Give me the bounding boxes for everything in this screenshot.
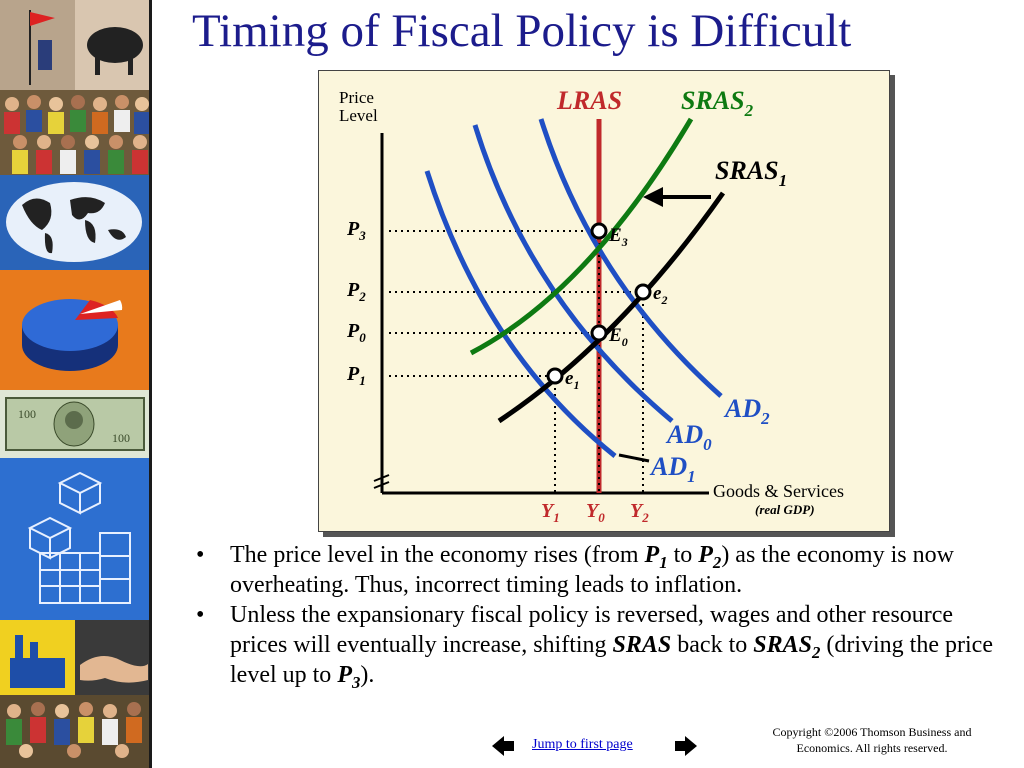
flag-and-bull-image: [0, 0, 149, 90]
price-label-p0: P0: [346, 320, 366, 345]
svg-text:100: 100: [112, 431, 130, 445]
point-e1: [546, 367, 564, 385]
bullet-emphasis: P2: [698, 542, 722, 572]
x-axis-label: Goods & Services: [713, 481, 844, 501]
curve-label-lras: LRAS: [556, 86, 622, 115]
copyright-notice: Copyright ©2006 Thomson Business and Eco…: [744, 724, 1000, 756]
axis-break-mark: [373, 474, 390, 482]
bullet-text: ).: [360, 662, 375, 688]
crowd-image-bottom: [0, 695, 149, 768]
ad1-label-leader: [618, 453, 650, 463]
curve-label-sras1: SRAS1: [715, 156, 787, 190]
y-axis-label-line2: Level: [339, 106, 378, 125]
as-ad-chart: Price Level P3 P2: [339, 86, 844, 525]
point-label-e0: E0: [608, 325, 628, 349]
sras2-curve: [469, 117, 694, 356]
curve-label-ad0: AD0: [665, 420, 712, 454]
ad2-curve: [538, 118, 723, 398]
ad0-curve: [472, 124, 674, 423]
factory-handshake-image: [0, 620, 149, 695]
output-label-y2: Y2: [630, 500, 649, 525]
ad1-curve: [424, 170, 617, 458]
bullet-item: • Unless the expansionary fiscal policy …: [196, 600, 1006, 692]
y-axis-label-line1: Price: [339, 88, 374, 107]
dollar-bill-image: 100 100: [0, 390, 149, 458]
curve-label-sras2: SRAS2: [681, 86, 754, 120]
copyright-line: Economics. All rights reserved.: [796, 741, 948, 755]
pie-chart-image: [0, 270, 149, 390]
curve-label-ad1: AD1: [649, 452, 696, 486]
bullet-emphasis: SRAS: [612, 632, 672, 658]
axis-break-mark: [373, 481, 390, 489]
svg-text:100: 100: [18, 407, 36, 421]
blocks-image: [0, 458, 149, 620]
output-label-y1: Y1: [541, 500, 560, 525]
bullet-list: • The price level in the economy rises (…: [196, 540, 1006, 692]
slide-navigation: Jump to first page: [492, 733, 697, 759]
point-label-e3: E3: [608, 225, 628, 249]
slide-title: Timing of Fiscal Policy is Difficult: [192, 5, 852, 57]
point-label-e2: e2: [653, 283, 667, 307]
output-label-y0: Y0: [586, 500, 605, 525]
jump-to-first-page-link[interactable]: Jump to first page: [532, 737, 633, 752]
next-slide-arrow-icon[interactable]: [675, 736, 697, 756]
bullet-text: back to: [671, 632, 754, 658]
crowd-image: [0, 90, 149, 175]
point-e0: [590, 324, 608, 342]
decorative-sidebar: 100 100: [0, 0, 152, 768]
price-label-p3: P3: [346, 218, 366, 243]
bullet-emphasis: P1: [644, 542, 668, 572]
point-e3: [590, 222, 608, 240]
point-label-e1: e1: [565, 368, 579, 392]
point-e2: [634, 283, 652, 301]
bullet-text: ) as the economy is now overheating. Thu…: [230, 542, 954, 598]
shift-arrow-head: [643, 187, 663, 207]
world-map-image: [0, 175, 149, 270]
bullet-text: to: [667, 542, 699, 568]
guide-lines: [389, 230, 644, 493]
curve-label-ad2: AD2: [723, 394, 770, 428]
sras1-curve: [497, 191, 726, 424]
price-label-p2: P2: [346, 279, 366, 304]
x-axis-sublabel: (real GDP): [755, 502, 815, 517]
previous-slide-arrow-icon[interactable]: [492, 736, 514, 756]
bullet-text: (driving the price level up to: [230, 632, 993, 688]
bullet-text: The price level in the economy rises (fr…: [230, 542, 645, 568]
bullet-item: • The price level in the economy rises (…: [196, 540, 1006, 600]
price-label-p1: P1: [346, 363, 366, 388]
copyright-line: Copyright ©2006 Thomson Business and: [772, 725, 972, 739]
bullet-dot: •: [196, 602, 205, 628]
bullet-emphasis: SRAS2: [753, 632, 821, 662]
chart-panel: Price Level P3 P2: [318, 70, 890, 532]
bullet-dot: •: [196, 542, 205, 568]
bullet-text: Unless the expansionary fiscal policy is…: [230, 602, 954, 658]
bullet-emphasis: P3: [337, 662, 361, 692]
